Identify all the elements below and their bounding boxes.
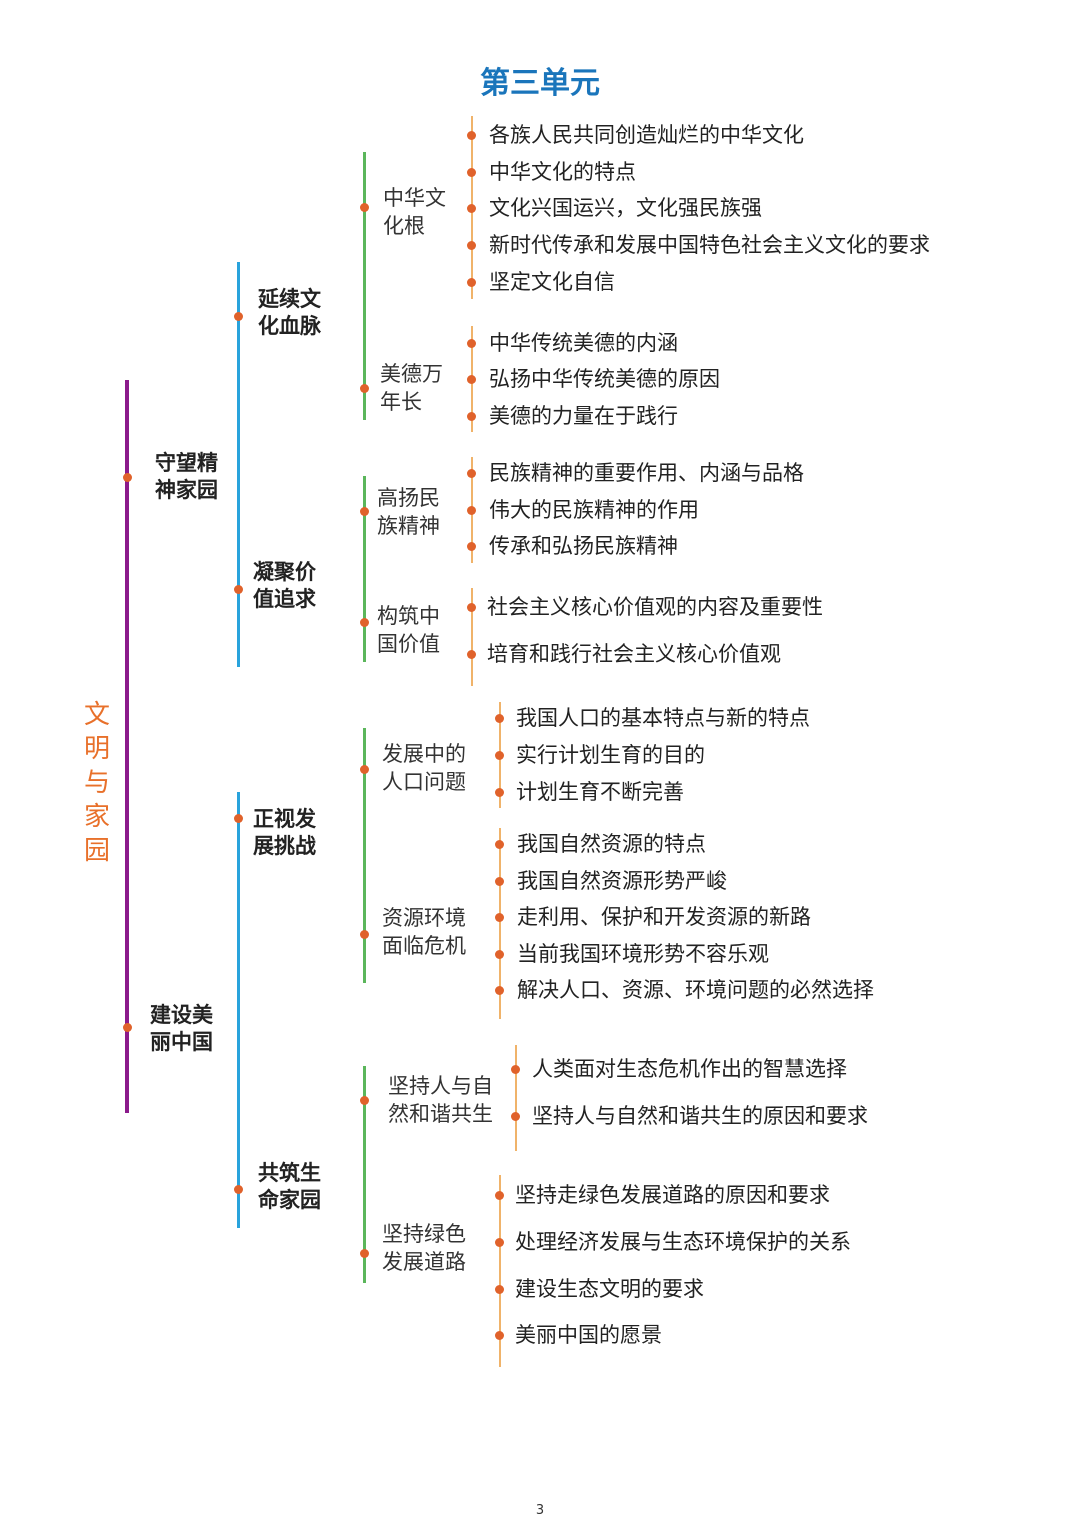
leaf-item: 美德的力量在于践行 xyxy=(489,404,678,428)
l3-node-6: 坚持人与自然和谐共生 xyxy=(388,1074,493,1126)
l3-node-7: 坚持绿色发展道路 xyxy=(382,1222,466,1274)
l2-node-3: 共筑生命家园 xyxy=(258,1161,321,1212)
leaf-item: 社会主义核心价值观的内容及重要性 xyxy=(487,595,823,619)
l3-connector-line xyxy=(471,588,473,686)
l2-node-0: 延续文化血脉 xyxy=(258,287,321,338)
connector-dot xyxy=(495,1191,504,1200)
leaf-item: 坚持人与自然和谐共生的原因和要求 xyxy=(532,1104,868,1128)
l2-connector-line xyxy=(363,152,366,420)
leaf-item: 我国自然资源的特点 xyxy=(517,832,706,856)
leaf-item: 解决人口、资源、环境问题的必然选择 xyxy=(517,978,874,1002)
leaf-item: 计划生育不断完善 xyxy=(516,780,684,804)
leaf-item: 中华文化的特点 xyxy=(489,160,636,184)
l3-node-3: 构筑中国价值 xyxy=(377,604,440,656)
connector-dot xyxy=(467,469,476,478)
l3-node-2: 高扬民族精神 xyxy=(377,486,440,538)
l3-node-1: 美德万年长 xyxy=(380,362,443,414)
l3-connector-line xyxy=(515,1045,517,1151)
leaf-item: 坚定文化自信 xyxy=(489,270,615,294)
leaf-item: 我国自然资源形势严峻 xyxy=(517,869,727,893)
connector-dot xyxy=(495,751,504,760)
connector-dot xyxy=(234,585,243,594)
connector-dot xyxy=(467,131,476,140)
connector-dot xyxy=(467,506,476,515)
connector-dot xyxy=(467,241,476,250)
l3-node-0: 中华文化根 xyxy=(383,186,446,238)
page-number: 3 xyxy=(535,1503,545,1518)
root-connector-line xyxy=(125,380,129,1113)
leaf-item: 传承和弘扬民族精神 xyxy=(489,534,678,558)
l2-connector-line xyxy=(363,728,366,983)
connector-dot xyxy=(495,840,504,849)
l1-connector-line xyxy=(237,262,240,667)
connector-dot xyxy=(495,950,504,959)
connector-dot xyxy=(234,312,243,321)
connector-dot xyxy=(360,1096,369,1105)
leaf-item: 中华传统美德的内涵 xyxy=(489,331,678,355)
connector-dot xyxy=(234,814,243,823)
connector-dot xyxy=(467,168,476,177)
leaf-item: 伟大的民族精神的作用 xyxy=(489,498,699,522)
connector-dot xyxy=(360,618,369,627)
l3-connector-line xyxy=(499,1175,501,1367)
leaf-item: 当前我国环境形势不容乐观 xyxy=(517,942,769,966)
connector-dot xyxy=(467,339,476,348)
connector-dot xyxy=(360,1249,369,1258)
connector-dot xyxy=(467,375,476,384)
l1-node-0: 守望精神家园 xyxy=(155,451,218,502)
connector-dot xyxy=(467,204,476,213)
leaf-item: 新时代传承和发展中国特色社会主义文化的要求 xyxy=(489,233,930,257)
connector-dot xyxy=(467,278,476,287)
l3-node-5: 资源环境面临危机 xyxy=(382,906,466,958)
leaf-item: 走利用、保护和开发资源的新路 xyxy=(517,905,811,929)
l2-connector-line xyxy=(363,1066,366,1283)
connector-dot xyxy=(511,1065,520,1074)
l2-node-2: 正视发展挑战 xyxy=(253,807,316,858)
leaf-item: 民族精神的重要作用、内涵与品格 xyxy=(489,461,804,485)
connector-dot xyxy=(123,1023,132,1032)
connector-dot xyxy=(495,1238,504,1247)
l1-node-1: 建设美丽中国 xyxy=(150,1003,213,1054)
connector-dot xyxy=(511,1112,520,1121)
connector-dot xyxy=(495,788,504,797)
leaf-item: 文化兴国运兴，文化强民族强 xyxy=(489,196,762,220)
leaf-item: 处理经济发展与生态环境保护的关系 xyxy=(515,1230,851,1254)
l2-connector-line xyxy=(363,476,366,662)
l2-node-1: 凝聚价值追求 xyxy=(253,560,316,611)
connector-dot xyxy=(467,650,476,659)
connector-dot xyxy=(360,384,369,393)
leaf-item: 人类面对生态危机作出的智慧选择 xyxy=(532,1057,847,1081)
connector-dot xyxy=(495,714,504,723)
leaf-item: 美丽中国的愿景 xyxy=(515,1323,662,1347)
connector-dot xyxy=(495,877,504,886)
root-label: 文明与家园 xyxy=(83,700,110,866)
connector-dot xyxy=(467,412,476,421)
connector-dot xyxy=(495,986,504,995)
connector-dot xyxy=(495,1331,504,1340)
connector-dot xyxy=(234,1185,243,1194)
connector-dot xyxy=(360,203,369,212)
l1-connector-line xyxy=(237,792,240,1228)
leaf-item: 坚持走绿色发展道路的原因和要求 xyxy=(515,1183,830,1207)
leaf-item: 各族人民共同创造灿烂的中华文化 xyxy=(489,123,804,147)
connector-dot xyxy=(495,1285,504,1294)
connector-dot xyxy=(123,473,132,482)
connector-dot xyxy=(360,930,369,939)
leaf-item: 实行计划生育的目的 xyxy=(516,743,705,767)
leaf-item: 建设生态文明的要求 xyxy=(515,1277,704,1301)
leaf-item: 弘扬中华传统美德的原因 xyxy=(489,367,720,391)
leaf-item: 我国人口的基本特点与新的特点 xyxy=(516,706,810,730)
connector-dot xyxy=(467,603,476,612)
connector-dot xyxy=(495,913,504,922)
connector-dot xyxy=(467,542,476,551)
connector-dot xyxy=(360,765,369,774)
leaf-item: 培育和践行社会主义核心价值观 xyxy=(487,642,781,666)
page-title: 第三单元 xyxy=(480,66,600,101)
l3-node-4: 发展中的人口问题 xyxy=(382,742,466,794)
connector-dot xyxy=(360,507,369,516)
l3-connector-line xyxy=(499,828,501,1019)
